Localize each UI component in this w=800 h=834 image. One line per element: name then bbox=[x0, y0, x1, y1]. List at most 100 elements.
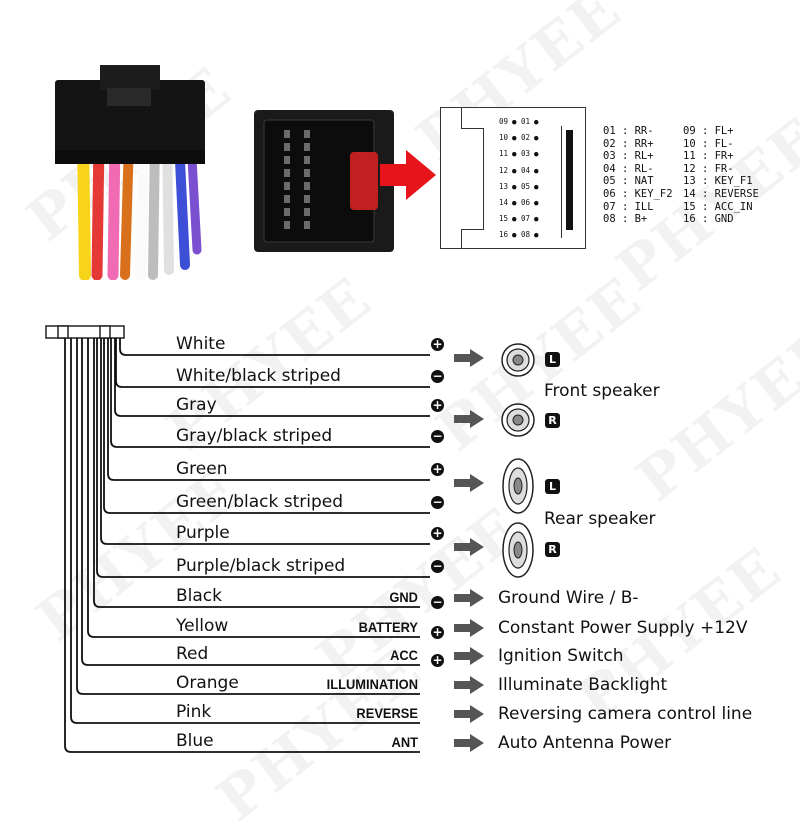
connector-pin bbox=[284, 143, 290, 151]
wire-line bbox=[103, 338, 430, 514]
wire-function-label: GND bbox=[389, 589, 418, 605]
speaker-rear-right-icon bbox=[502, 522, 534, 578]
pinout-entry: 06 : KEY_F2 bbox=[603, 187, 673, 200]
wire-function-label: BATTERY bbox=[358, 619, 418, 635]
connector-pin-label: 03 bbox=[521, 149, 531, 159]
wire-color-label: Purple/black striped bbox=[176, 556, 346, 576]
pin-dot-icon: ● bbox=[512, 149, 517, 159]
wire-line bbox=[64, 338, 420, 753]
wire-line bbox=[107, 338, 430, 481]
pin-dot-icon: ● bbox=[534, 117, 539, 126]
connector-pin bbox=[304, 130, 310, 138]
connector-pin bbox=[304, 169, 310, 177]
wire-color-label: Black bbox=[176, 586, 222, 606]
wire-function-label: REVERSE bbox=[356, 705, 418, 721]
plus-icon: + bbox=[431, 625, 444, 639]
wire-color-label: Gray/black striped bbox=[176, 426, 333, 446]
pin-dot-icon: ● bbox=[534, 214, 539, 224]
pinout-entry: 12 : FR- bbox=[683, 162, 734, 175]
red-arrow-icon bbox=[380, 150, 436, 200]
pinout-entry: 02 : RR+ bbox=[603, 137, 654, 150]
wire-description: Reversing camera control line bbox=[498, 704, 753, 724]
front-speaker-label: Front speaker bbox=[544, 381, 660, 401]
wire-color-label: Orange bbox=[176, 673, 239, 693]
wire-line bbox=[110, 338, 430, 448]
pin-dot-icon: ● bbox=[512, 117, 517, 126]
connector-pin bbox=[304, 208, 310, 216]
connector-pin-label: 07 bbox=[521, 214, 531, 224]
connector-pin-label: 04 bbox=[521, 165, 531, 175]
pin-dot-icon: ● bbox=[534, 198, 539, 207]
connector-pin bbox=[284, 208, 290, 216]
wire-color-label: Red bbox=[176, 644, 209, 664]
connector-pin bbox=[284, 221, 290, 229]
wire-color-label: Pink bbox=[176, 702, 212, 722]
pin-dot-icon: ● bbox=[512, 181, 517, 191]
pin-dot-icon: ● bbox=[534, 133, 539, 143]
wire-description: Ignition Switch bbox=[498, 646, 624, 666]
arrow-right-icon bbox=[454, 349, 484, 367]
pinout-entry: 15 : ACC_IN bbox=[683, 200, 753, 213]
arrow-right-icon bbox=[454, 705, 484, 723]
wire-color-label: Yellow bbox=[176, 616, 229, 636]
connector-pin bbox=[284, 130, 290, 138]
connector-pin-label: 14 bbox=[499, 198, 509, 207]
connector-pin bbox=[284, 156, 290, 164]
wire-description: Illuminate Backlight bbox=[498, 675, 668, 695]
plus-icon: + bbox=[431, 653, 444, 667]
connector-pin-label: 09 bbox=[499, 117, 509, 126]
arrow-right-icon bbox=[454, 410, 484, 428]
connector-pin-label: 10 bbox=[499, 133, 509, 143]
wire-color-label: Blue bbox=[176, 731, 214, 751]
connector-pin-label: 02 bbox=[521, 133, 531, 143]
connector-pin-label: 11 bbox=[499, 149, 509, 159]
pin-diagram: 09●01●10●02●11●03●12●04●13●05●14●06●15●0… bbox=[440, 107, 586, 249]
pinout-entry: 04 : RL- bbox=[603, 162, 654, 175]
pinout-entry: 01 : RR- bbox=[603, 125, 654, 137]
wire-function-label: ILLUMINATION bbox=[326, 676, 418, 692]
pinout-entry: 10 : FL- bbox=[683, 137, 734, 150]
pinout-entry: 14 : REVERSE bbox=[683, 187, 759, 200]
pin-dot-icon: ● bbox=[512, 198, 517, 207]
wire-function-label: ANT bbox=[391, 734, 418, 750]
badge-left: L bbox=[545, 352, 560, 367]
connector-pin-label: 05 bbox=[521, 181, 531, 191]
speaker-front-right-icon bbox=[501, 403, 535, 437]
pinout-entry: 05 : NAT bbox=[603, 175, 654, 188]
pinout-entry: 09 : FL+ bbox=[683, 125, 734, 137]
connector-pin-label: 16 bbox=[499, 230, 509, 240]
pin-dot-icon: ● bbox=[512, 214, 517, 224]
speaker-rear-left-icon bbox=[502, 458, 534, 514]
pinout-entry: 11 : FR+ bbox=[683, 150, 734, 163]
pinout-entry: 13 : KEY_F1 bbox=[683, 175, 753, 188]
minus-icon: − bbox=[431, 369, 444, 383]
wire-color-label: White bbox=[176, 334, 226, 354]
arrow-right-icon bbox=[454, 474, 484, 492]
pinout-entry: 16 : GND bbox=[683, 213, 734, 226]
connector-pin bbox=[284, 182, 290, 190]
pinout-entry: 08 : B+ bbox=[603, 213, 648, 226]
pin-dot-icon: ● bbox=[512, 133, 517, 143]
plus-icon: + bbox=[431, 526, 444, 540]
wire-function-label: ACC bbox=[390, 647, 418, 663]
wire-description: Constant Power Supply +12V bbox=[498, 618, 748, 638]
wire-line bbox=[76, 338, 420, 695]
connector-pin-label: 08 bbox=[521, 230, 531, 240]
pin-dot-icon: ● bbox=[512, 230, 517, 240]
minus-icon: − bbox=[431, 495, 444, 509]
wire-description: Auto Antenna Power bbox=[498, 733, 672, 753]
connector-pin bbox=[304, 143, 310, 151]
pin-dot-icon: ● bbox=[534, 181, 539, 191]
pinout-entry: 03 : RL+ bbox=[603, 150, 654, 163]
arrow-right-icon bbox=[454, 589, 484, 607]
minus-icon: − bbox=[431, 429, 444, 443]
rear-speaker-label: Rear speaker bbox=[544, 509, 656, 529]
harness-photo bbox=[55, 65, 205, 280]
minus-icon: − bbox=[431, 595, 444, 609]
arrow-right-icon bbox=[454, 619, 484, 637]
wire-color-label: Purple bbox=[176, 523, 230, 543]
connector-pin bbox=[284, 195, 290, 203]
wire-line bbox=[81, 338, 420, 666]
wire-line bbox=[115, 338, 430, 388]
connector-pin-label: 12 bbox=[499, 165, 509, 175]
